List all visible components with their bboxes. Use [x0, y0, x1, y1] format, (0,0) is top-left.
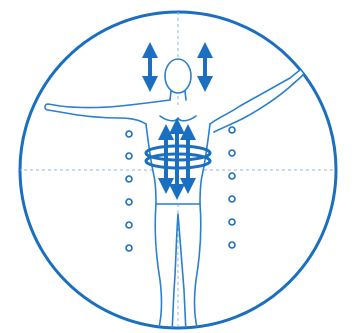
dot-icon [229, 219, 235, 225]
dot-icon [126, 222, 132, 228]
dot-icon [229, 173, 235, 179]
dot-icon [126, 199, 132, 205]
dot-icon [126, 153, 132, 159]
dot-icon [229, 242, 235, 248]
figure-head [165, 59, 191, 93]
dot-icon [229, 150, 235, 156]
dot-icon [229, 127, 235, 133]
dot-icon [126, 176, 132, 182]
dot-icon [126, 131, 132, 137]
dot-icon [126, 245, 132, 251]
dot-icon [229, 196, 235, 202]
